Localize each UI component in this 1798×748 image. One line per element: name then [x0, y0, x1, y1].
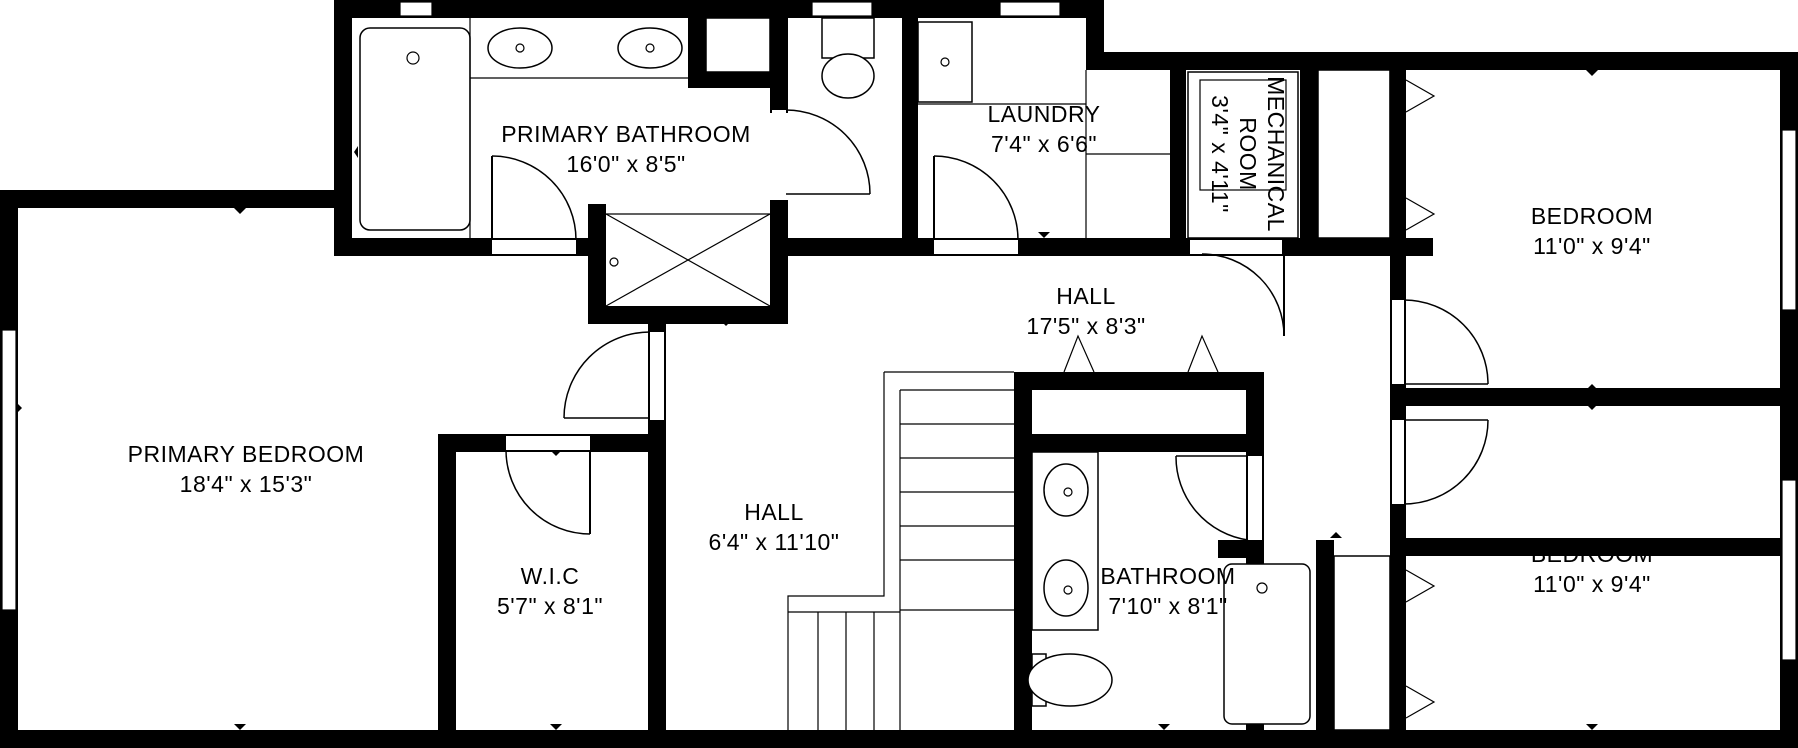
hall-upper-dims: 17'5" x 8'3" [1026, 313, 1145, 339]
sink-right [617, 27, 683, 69]
bath-sink-bottom [1043, 559, 1089, 617]
laundry-dims: 7'4" x 6'6" [991, 131, 1097, 157]
room-labels: PRIMARY BATHROOM 16'0" x 8'5" LAUNDRY 7'… [128, 76, 1653, 619]
bedroom-upper-name: BEDROOM [1531, 203, 1653, 229]
bathtub [359, 27, 471, 231]
mechanical-room-name-2: ROOM [1235, 117, 1261, 191]
bath-toilet-bowl [1027, 653, 1113, 707]
bedroom-lower-name: BEDROOM [1531, 541, 1653, 567]
bathroom-fixtures [1027, 451, 1311, 725]
bath-tub [1223, 563, 1311, 725]
sink-left [487, 27, 553, 69]
bathroom-name: BATHROOM [1100, 563, 1235, 589]
mechanical-room-name-1: MECHANICAL [1263, 76, 1289, 232]
laundry-name: LAUNDRY [988, 101, 1101, 127]
bathroom-dims: 7'10" x 8'1" [1108, 593, 1227, 619]
door-openings [492, 110, 1404, 540]
toilet-room-fixtures [705, 17, 875, 99]
bedroom-upper-dims: 11'0" x 9'4" [1533, 233, 1651, 259]
mechanical-fixtures [1187, 71, 1299, 239]
wic-dims: 5'7" x 8'1" [497, 593, 603, 619]
hall-upper-name: HALL [1056, 283, 1116, 309]
windows [1, 1, 1797, 661]
primary-bath-fixtures [359, 18, 771, 307]
primary-bathroom-dims: 16'0" x 8'5" [566, 151, 685, 177]
primary-bedroom-name: PRIMARY BEDROOM [128, 441, 365, 467]
bedroom-lower-dims: 11'0" x 9'4" [1533, 571, 1651, 597]
stairs [787, 334, 1219, 730]
hall-lower-name: HALL [744, 499, 804, 525]
toilet-tank [821, 17, 875, 59]
bath-sink-top [1043, 463, 1089, 517]
toilet-bowl [821, 53, 875, 99]
door-swings [491, 109, 1489, 541]
mechanical-room-dims: 3'4" x 4'11" [1207, 95, 1233, 213]
wall-markers [16, 70, 1598, 730]
hall-lower-dims: 6'4" x 11'10" [709, 529, 840, 555]
primary-bathroom-name: PRIMARY BATHROOM [501, 121, 751, 147]
laundry-fixtures [917, 21, 1170, 238]
primary-bedroom-dims: 18'4" x 15'3" [180, 471, 313, 497]
linen-cabinet [705, 17, 771, 73]
wic-name: W.I.C [521, 563, 580, 589]
laundry-sink [917, 21, 973, 103]
closets [1317, 69, 1436, 731]
